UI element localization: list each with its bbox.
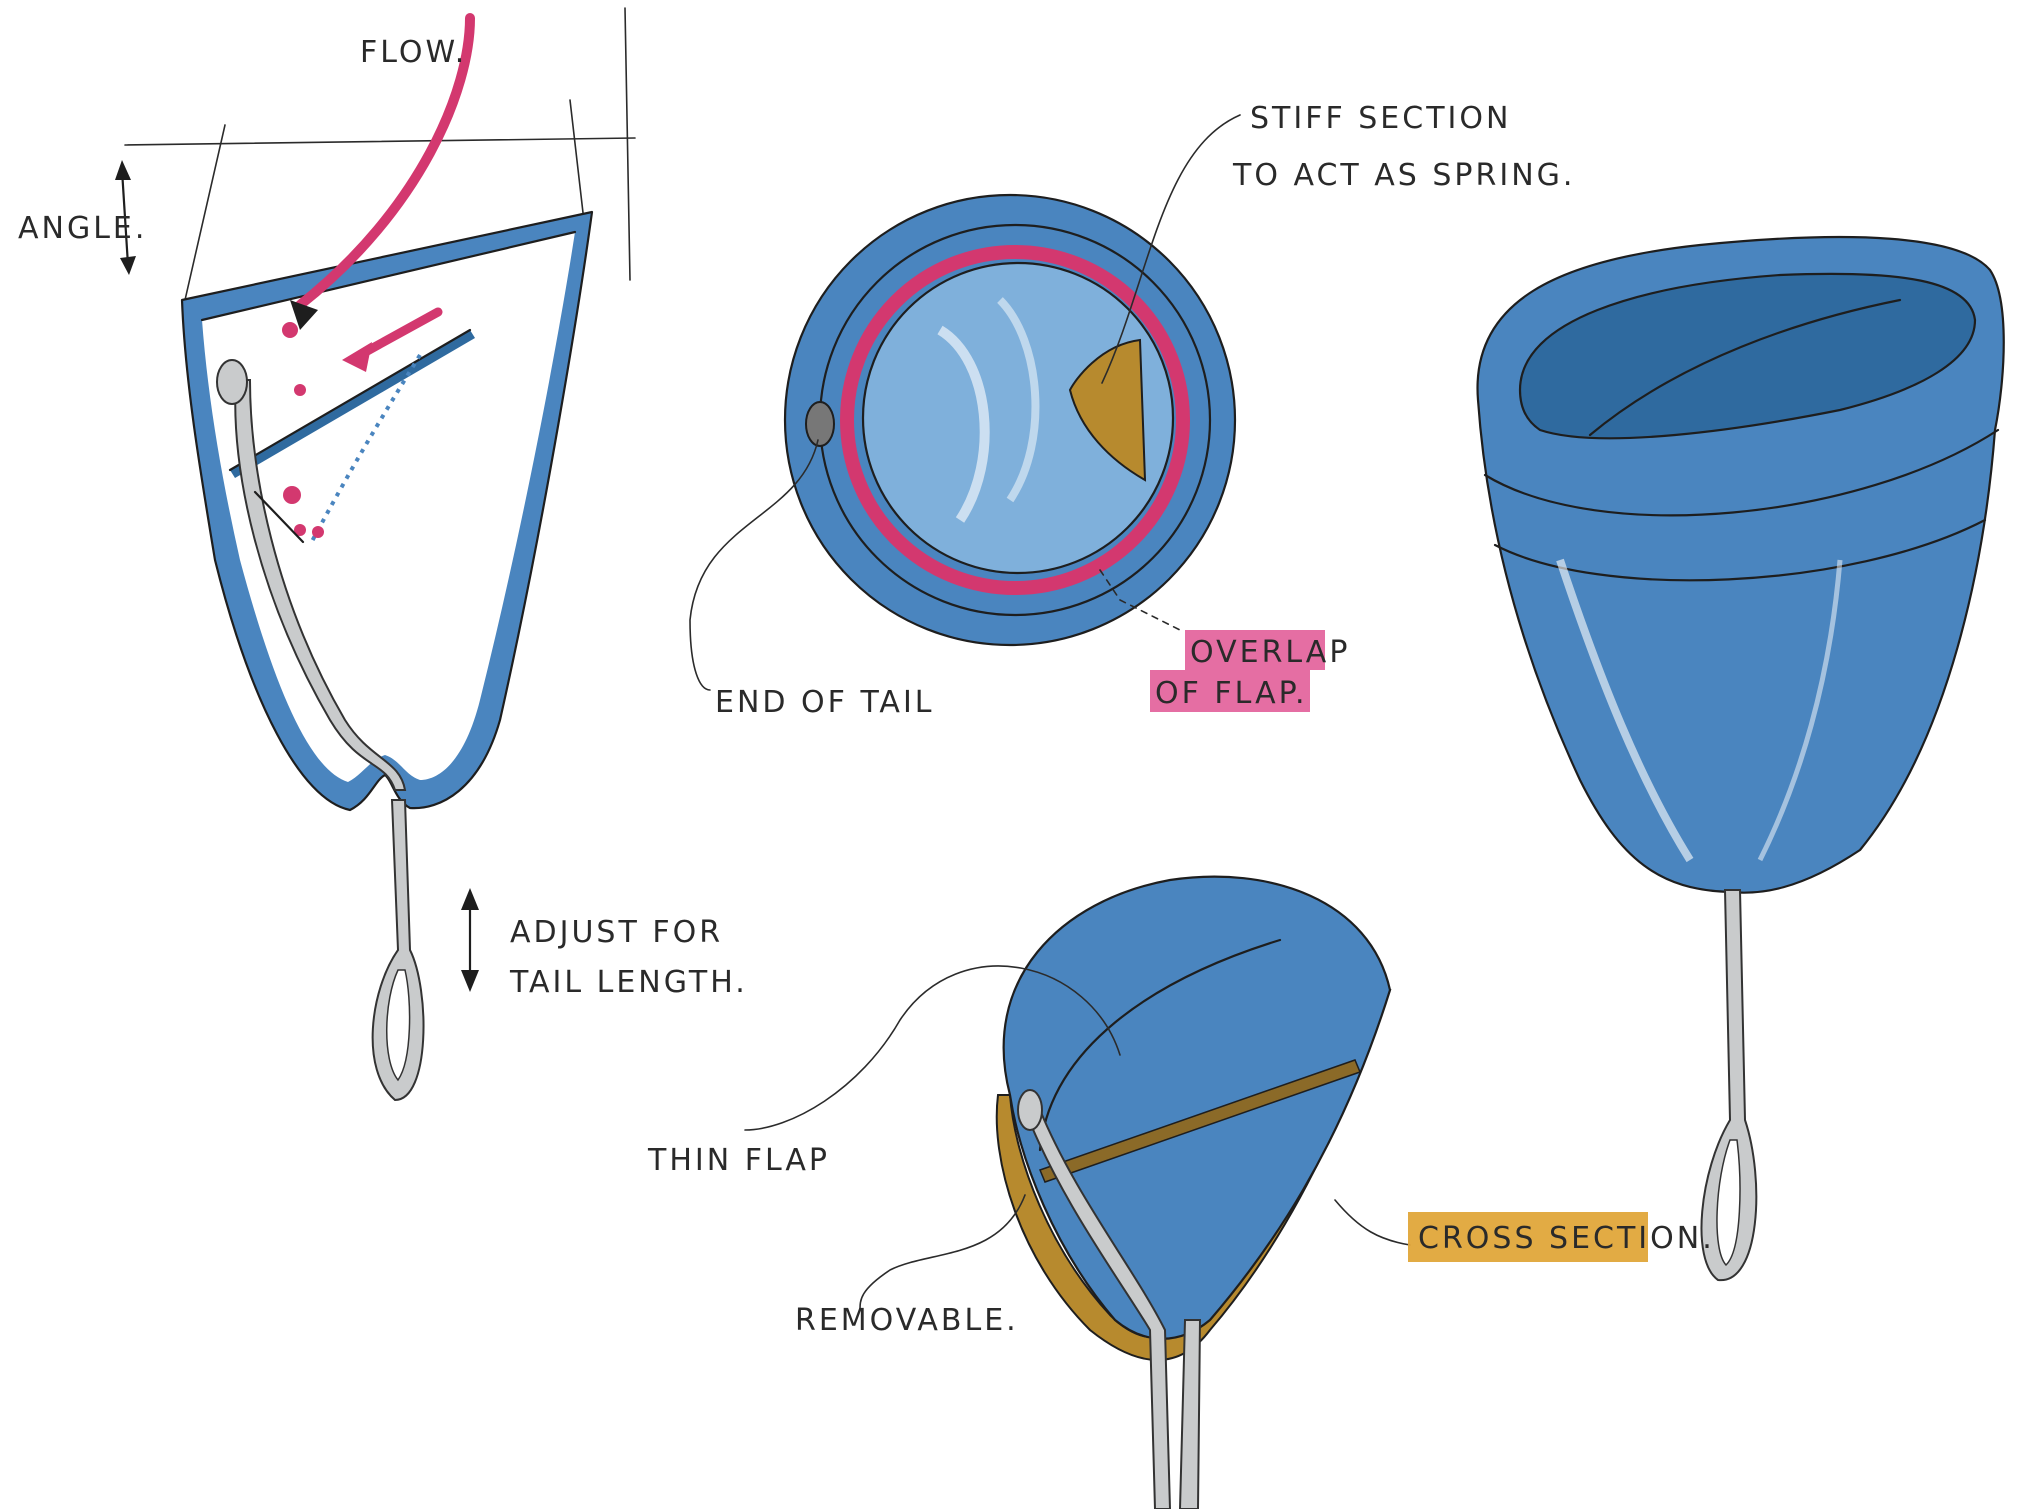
cross-section-flap-curve — [1038, 938, 1282, 1152]
top-view-shine — [937, 325, 990, 523]
perspective-cup-rim-outline — [1518, 272, 1977, 440]
leader-overlap — [1099, 569, 1181, 631]
top-view-overlap-band — [840, 245, 1190, 595]
angle-arrowhead-up — [115, 160, 131, 180]
internal-tail — [234, 379, 407, 791]
cross-section-tail-knob — [1017, 1089, 1043, 1131]
perspective-rim-band-lower — [1493, 518, 1987, 582]
label-adjust-line2: TAIL LENGTH. — [509, 965, 748, 1000]
leader-end-of-tail — [689, 439, 819, 691]
top-view-sketch: STIFF SECTION TO ACT AS SPRING. END OF T… — [689, 101, 1575, 720]
flow-drop — [283, 486, 301, 504]
adjust-arrowhead-down — [461, 970, 479, 992]
overlap-highlight-2 — [1150, 670, 1310, 712]
leader-removable — [859, 1194, 1026, 1311]
label-overlap-line1: OVERLAP — [1190, 635, 1350, 670]
perspective-tail-hole — [1716, 1139, 1741, 1267]
cross-section-sketch: THIN FLAP REMOVABLE. CROSS SECTION. — [647, 875, 1715, 1509]
perspective-flap-edge — [1588, 298, 1902, 437]
flow-arrowhead — [290, 300, 318, 330]
perspective-shine — [1556, 558, 1694, 863]
label-angle: ANGLE. — [18, 211, 147, 246]
cross-section-tail-right — [1178, 1319, 1202, 1509]
cross-section-flap — [1039, 1059, 1361, 1183]
leader-stiff-section — [1101, 114, 1241, 384]
tail-loop-hole — [386, 969, 411, 1082]
flow-drop — [282, 322, 298, 338]
side-section-sketch: FLOW. ANGLE. ADJUST FOR TAIL LENGTH. — [18, 7, 748, 1102]
flow-arrowhead-secondary — [342, 342, 372, 372]
label-adjust-line1: ADJUST FOR — [510, 915, 723, 950]
perspective-shine — [1757, 559, 1843, 862]
adjust-arrowhead-up — [461, 888, 479, 910]
top-view-flap-outline — [861, 261, 1175, 575]
top-view-shine — [997, 297, 1040, 503]
label-flow: FLOW. — [360, 35, 467, 70]
leader-thin-flap — [744, 965, 1121, 1131]
label-thin-flap: THIN FLAP — [647, 1143, 830, 1178]
construction-line-horizontal — [124, 137, 636, 146]
flow-arrow-secondary — [355, 307, 443, 360]
top-view-outer-outline — [783, 193, 1237, 647]
cross-section-highlight — [1408, 1212, 1648, 1262]
internal-flap-edge — [228, 328, 472, 472]
construction-line-vertical — [624, 7, 631, 281]
tail-stem-loop — [371, 799, 425, 1102]
flap-motion-arrow — [253, 490, 305, 544]
label-removable: REMOVABLE. — [795, 1303, 1019, 1338]
label-overlap-line2: OF FLAP. — [1155, 676, 1308, 711]
top-view-flap — [863, 263, 1173, 573]
perspective-cup-outline — [1476, 235, 2005, 894]
flow-drop — [294, 384, 306, 396]
construction-line-right — [569, 99, 586, 231]
tail-end-marker — [805, 401, 835, 447]
cross-section-outline — [1002, 875, 1392, 1340]
construction-line-left — [184, 124, 226, 301]
perspective-rim-band — [1483, 428, 2000, 517]
cross-section-tail — [1023, 1109, 1172, 1509]
flow-drop — [312, 526, 324, 538]
perspective-cup-sketch — [1476, 235, 2005, 1282]
angle-arrowhead-down — [120, 256, 136, 275]
stiff-section — [1068, 338, 1147, 482]
label-stiff-line1: STIFF SECTION — [1250, 101, 1511, 136]
perspective-cup-opening — [1520, 273, 1975, 439]
tail-end-knob — [216, 359, 248, 405]
label-stiff-line2: TO ACT AS SPRING. — [1232, 158, 1575, 193]
label-cross-section: CROSS SECTION. — [1418, 1221, 1715, 1256]
overlap-highlight-1 — [1185, 630, 1325, 670]
angle-arrow — [120, 168, 130, 267]
flow-arrow — [295, 13, 475, 310]
perspective-tail-loop — [1700, 889, 1758, 1282]
cup-rim-line — [200, 230, 577, 322]
flow-drop — [294, 524, 306, 536]
leader-cross-section — [1334, 1199, 1411, 1246]
label-end-of-tail: END OF TAIL — [715, 685, 935, 720]
